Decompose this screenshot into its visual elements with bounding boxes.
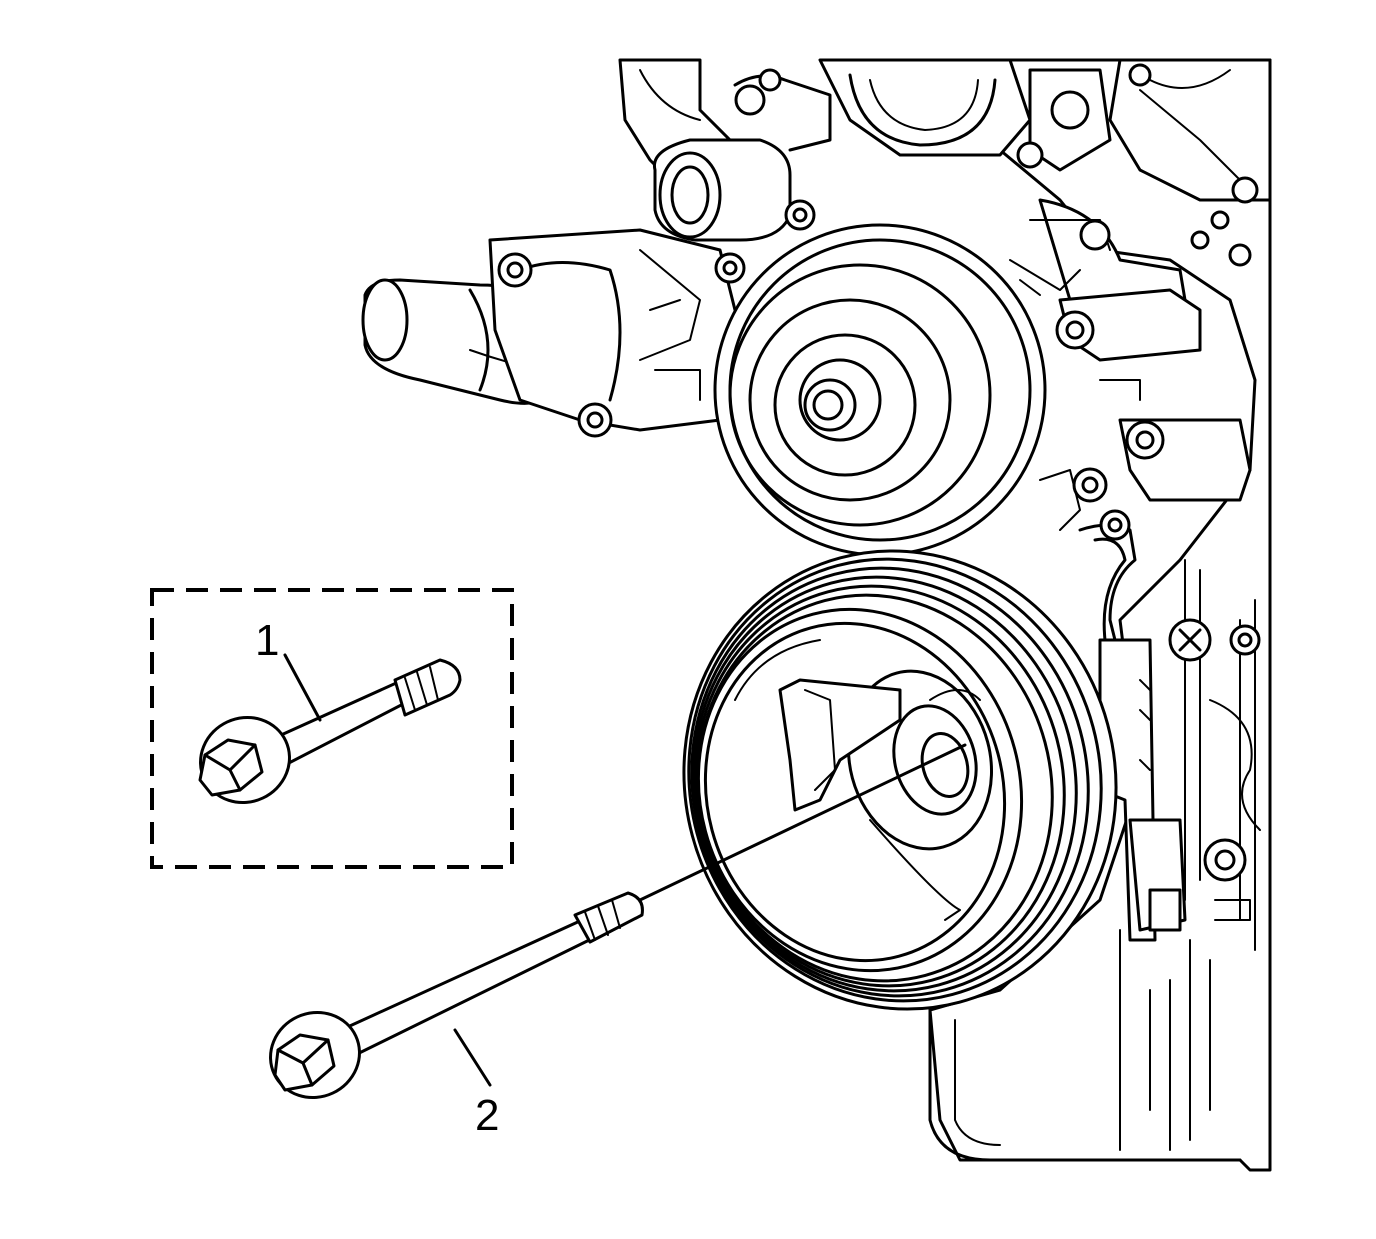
bolt-new-illustration [198,658,462,805]
bolt-2-leader [638,743,967,902]
callout-2-label: 2 [475,1091,499,1140]
original-bolt: 2 [269,743,967,1140]
callout-1-label: 1 [255,616,279,665]
belt-tensioner [1009,198,1252,531]
crank-sensor-harness [1078,509,1187,942]
water-outlet-pipes [361,68,832,438]
crankshaft-balancer [682,549,1118,1011]
water-pump-pulley [713,199,1047,557]
new-bolt-inset: 1 [150,588,514,869]
inset-dashed-frame [150,588,514,869]
